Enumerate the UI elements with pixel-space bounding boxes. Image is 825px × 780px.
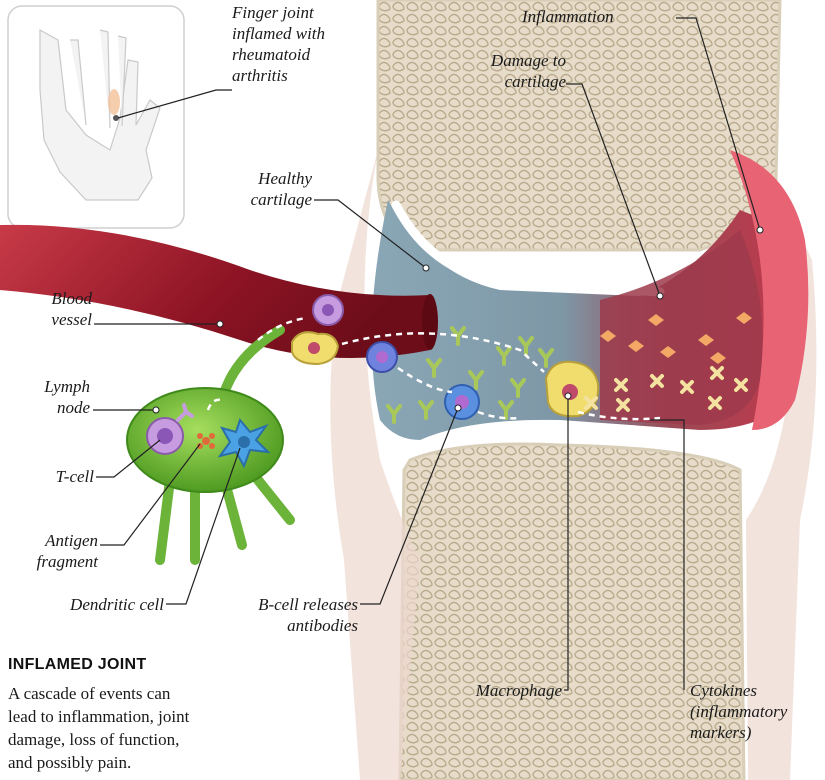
damaged-area: [600, 230, 763, 425]
label-dendritic-cell: Dendritic cell: [10, 594, 164, 615]
label-blood-vessel: Blood vessel: [10, 288, 92, 330]
label-damage-to-cartilage: Damage to cartilage: [450, 50, 566, 92]
vessel-b-cell: [367, 342, 397, 372]
label-lymph-node: Lymph node: [10, 376, 90, 418]
vessel-t-cell: [313, 295, 343, 325]
vessel-macrophage: [292, 332, 338, 364]
label-t-cell: T-cell: [10, 466, 94, 487]
hand-inset: [8, 6, 184, 228]
label-inflammation: Inflammation: [522, 6, 614, 27]
label-b-cell: B-cell releases antibodies: [212, 594, 358, 636]
label-finger-joint: Finger joint inflamed with rheumatoid ar…: [232, 2, 325, 86]
joint-b-cell: [445, 385, 479, 419]
joint-macrophage: [546, 362, 598, 416]
label-macrophage: Macrophage: [440, 680, 562, 701]
caption-title: INFLAMED JOINT: [8, 656, 146, 674]
label-healthy-cartilage: Healthy cartilage: [222, 168, 312, 210]
label-cytokines: Cytokines (inflammatory markers): [690, 680, 787, 743]
label-antigen-fragment: Antigen fragment: [4, 530, 98, 572]
caption-body: A cascade of events can lead to inflamma…: [8, 682, 278, 774]
